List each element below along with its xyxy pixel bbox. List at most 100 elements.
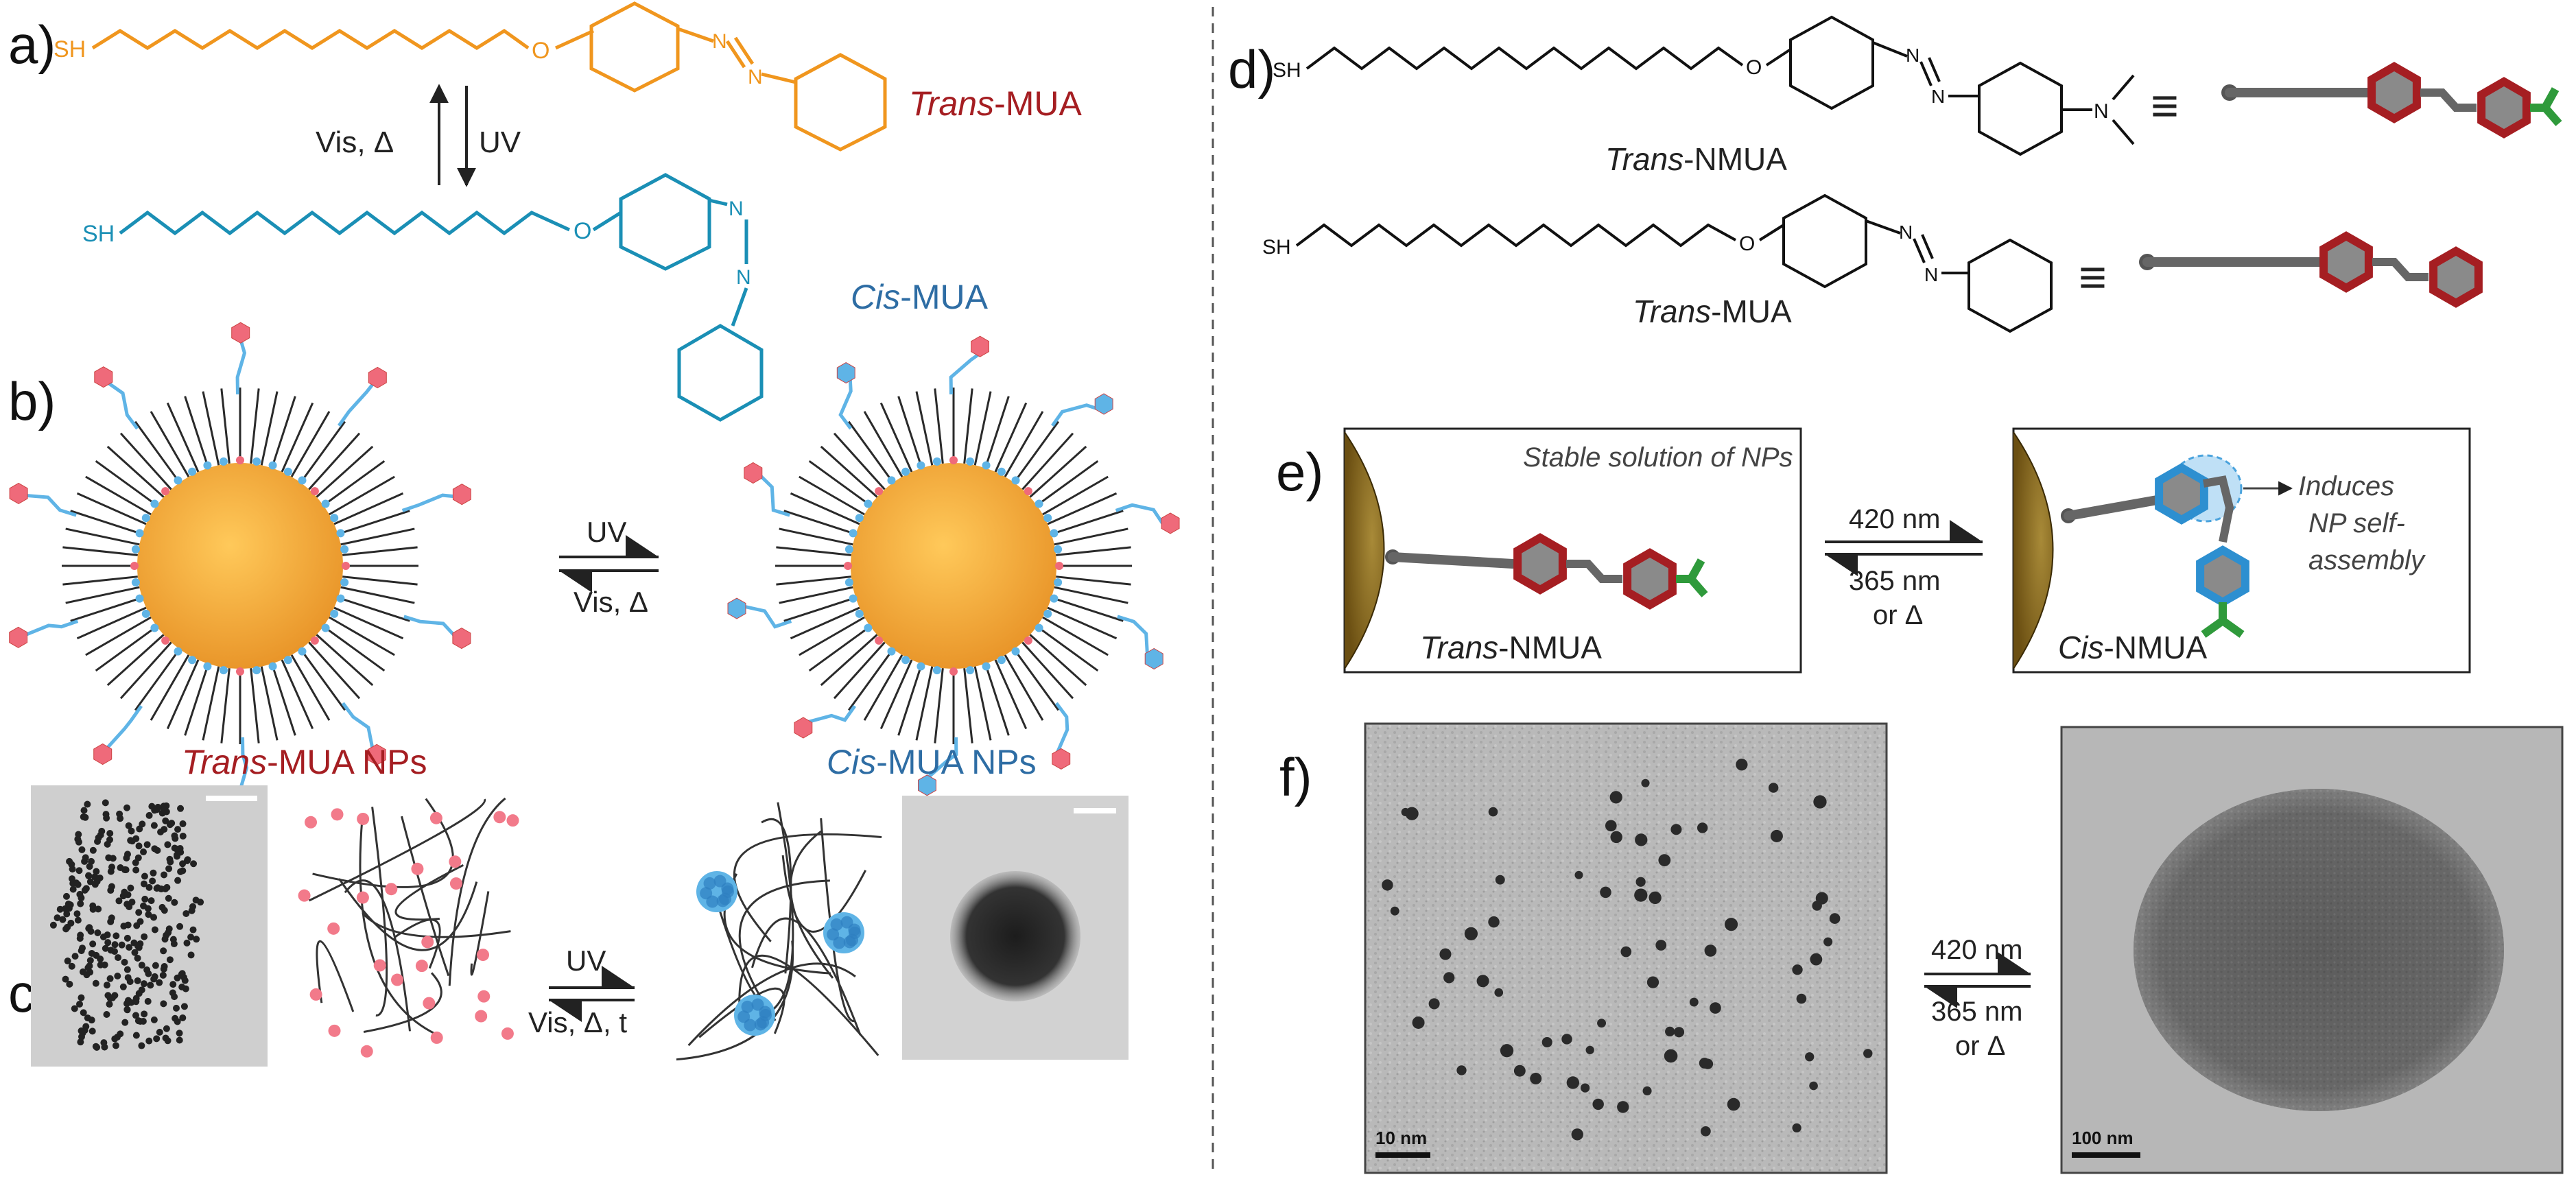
tem-dot <box>171 832 178 840</box>
np-dot <box>415 960 428 973</box>
tem-nanoparticle <box>1390 906 1399 916</box>
polymer-strand <box>338 878 478 951</box>
ligand-chain <box>281 402 314 473</box>
tem-dot <box>159 971 167 979</box>
tem-dot <box>111 941 119 949</box>
tem-nanoparticle <box>1610 831 1622 844</box>
tem-dot <box>149 877 156 885</box>
tem-dot <box>128 827 135 835</box>
tem-dot <box>100 1039 108 1047</box>
np-dot <box>356 891 369 904</box>
tem-dot <box>56 905 64 913</box>
azo-ligand <box>106 381 139 430</box>
ligand-chain <box>1013 648 1060 711</box>
np-cluster-dot <box>848 923 861 936</box>
ligand-chain <box>119 432 172 490</box>
f-420-label: 420 nm <box>1931 935 2022 965</box>
tem-dot <box>123 1006 131 1014</box>
azo-ligand <box>401 493 456 512</box>
tem-dot <box>145 811 153 819</box>
tem-dot <box>108 864 115 871</box>
tem-dot <box>179 1014 187 1021</box>
headgroup-dot <box>203 461 212 470</box>
tem-dot <box>54 914 61 922</box>
headgroup-dot <box>268 461 277 470</box>
ligand-chain <box>220 668 231 744</box>
tem-dot <box>134 942 142 950</box>
tem-dot <box>169 981 177 988</box>
tem-dot <box>75 867 83 875</box>
headgroup-dot <box>855 514 864 523</box>
tem-nanoparticle <box>1476 975 1489 988</box>
azo-n1: N <box>712 30 727 53</box>
tem-dot <box>84 1014 91 1022</box>
tem-nanoparticle <box>1810 953 1823 966</box>
ligand-chain <box>220 388 231 464</box>
tem-dot <box>62 975 69 983</box>
tem-dot <box>92 1043 99 1050</box>
trans-mua-cartoon <box>2139 231 2483 308</box>
np-dot <box>477 949 490 962</box>
ligand-chain <box>984 396 1010 468</box>
gold-core <box>851 463 1056 669</box>
ligand-chain <box>984 663 1010 736</box>
trans-mua-label: Trans-MUA <box>909 84 1083 123</box>
tem-nanoparticle <box>1592 1098 1604 1110</box>
headgroup-dot <box>321 623 330 632</box>
tem-dot <box>172 1004 180 1012</box>
headgroup-dot <box>997 467 1006 476</box>
azo-ligand <box>1117 615 1150 657</box>
scale-bar-10nm: 10 nm <box>1375 1128 1427 1148</box>
tem-dot <box>163 931 170 939</box>
polymer-strand <box>401 816 450 977</box>
ligand-chain <box>150 654 190 721</box>
headgroup-dot <box>997 656 1006 665</box>
tem-nanoparticle <box>1700 1126 1711 1137</box>
tem-dot <box>150 822 158 829</box>
tem-dot <box>75 831 82 838</box>
azo-n2-cis: N <box>736 266 751 289</box>
tem-dot <box>84 800 91 808</box>
azo-ligand <box>742 604 792 629</box>
tem-dot <box>140 880 147 888</box>
headgroup-dot <box>135 529 144 538</box>
tem-dot <box>147 897 155 905</box>
ligand-chain <box>270 663 296 736</box>
tem-dot <box>122 866 130 874</box>
headgroup-dot <box>864 623 873 632</box>
headgroup-dot <box>1054 545 1063 554</box>
tem-nanoparticle <box>1642 1086 1652 1095</box>
tem-dot <box>89 940 97 948</box>
tem-dot <box>113 932 120 940</box>
tem-dot <box>124 921 132 929</box>
tem-dot <box>98 827 106 835</box>
polymer-strand <box>738 954 879 1056</box>
tem-dot <box>180 973 187 981</box>
tem-nanoparticle <box>1635 877 1646 887</box>
tem-dot <box>121 958 128 966</box>
trans-nmua-structure <box>1305 15 2135 156</box>
azo-head <box>93 743 113 765</box>
polymer-strand <box>362 912 511 938</box>
headgroup-dot <box>849 594 858 603</box>
tem-dot <box>162 817 169 824</box>
polymer-strand <box>761 818 792 974</box>
ligand-chain <box>119 641 172 700</box>
polymer-strand <box>359 817 443 1038</box>
azo-head <box>744 462 763 484</box>
tem-nanoparticle <box>1704 944 1717 957</box>
tem-dot <box>143 841 151 848</box>
np-cluster-dot <box>757 1016 770 1029</box>
trans-nmua-on-np <box>1513 533 1708 610</box>
tem-dot <box>93 868 100 875</box>
headgroup-dot <box>336 594 345 603</box>
headgroup-dot <box>150 623 159 632</box>
tem-dot <box>141 895 149 903</box>
ligand-chain <box>1036 460 1099 507</box>
tem-dot <box>74 916 82 924</box>
headgroup-dot <box>283 467 292 476</box>
polymer-strand <box>738 879 830 1021</box>
trans-nmua-label: Trans-NMUA <box>1605 141 1787 177</box>
azo-head <box>918 774 936 796</box>
tem-dot <box>132 1012 139 1019</box>
